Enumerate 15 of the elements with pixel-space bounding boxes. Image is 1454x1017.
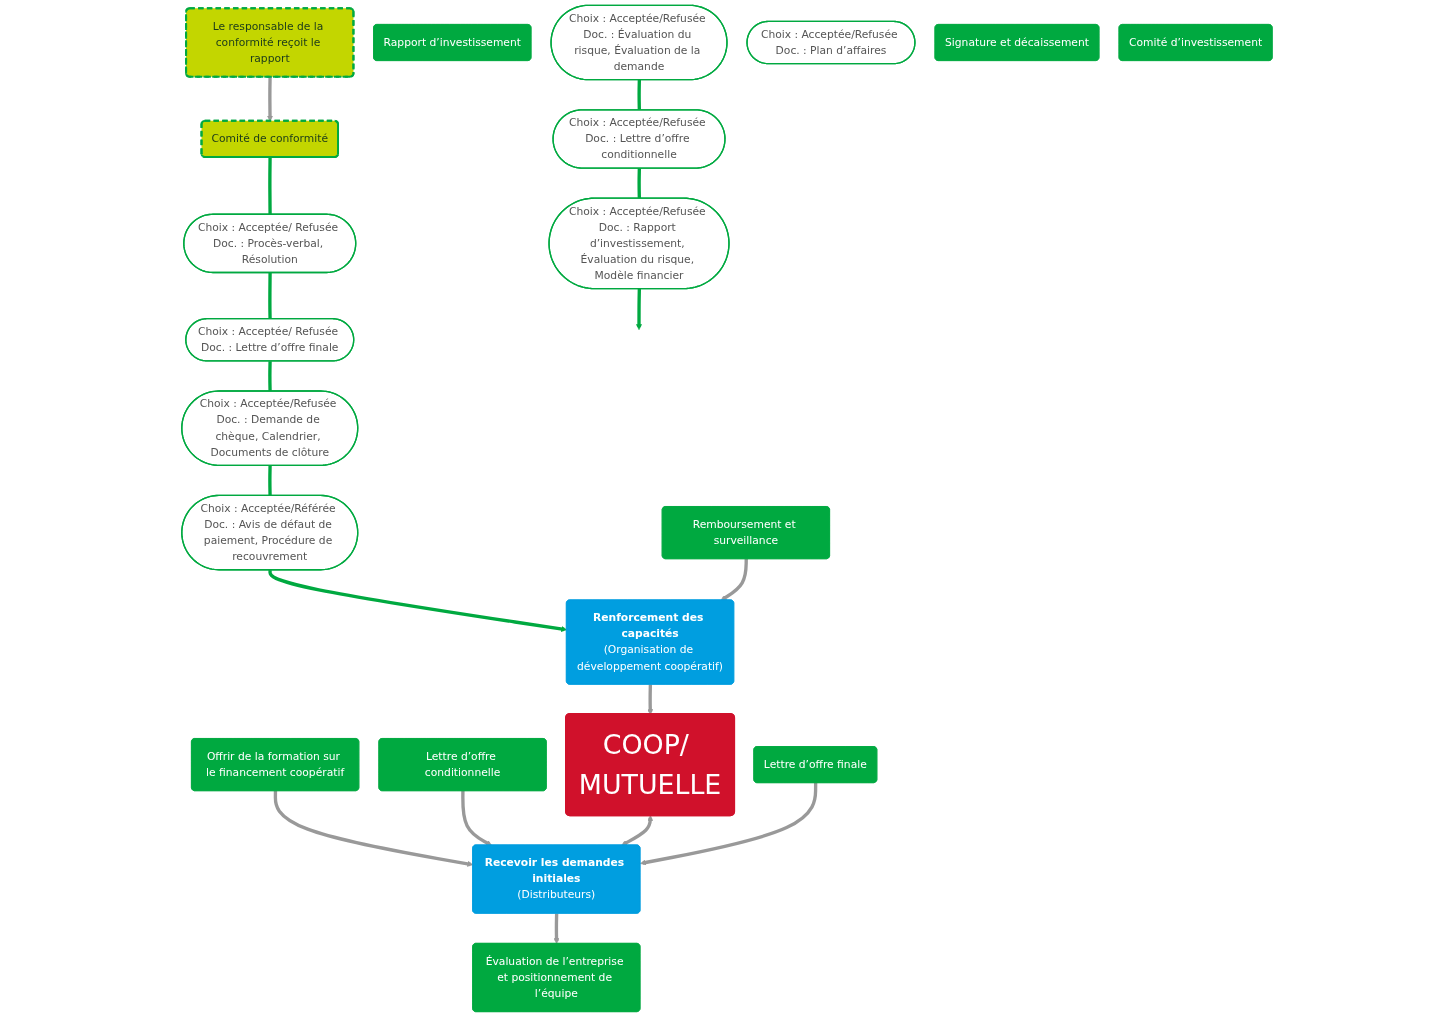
- connector: [268, 361, 272, 392]
- connector: [268, 157, 272, 215]
- connector: [268, 465, 272, 496]
- arrow: [553, 913, 560, 944]
- arrow: [461, 791, 492, 846]
- arrow: [720, 559, 748, 601]
- arrow: [268, 570, 567, 632]
- arrow: [621, 815, 654, 846]
- connector: [637, 168, 642, 199]
- connector: [268, 272, 272, 320]
- arrow: [273, 791, 474, 867]
- arrow: [647, 684, 654, 715]
- arrow: [636, 288, 642, 330]
- connector: [637, 79, 642, 111]
- arrow: [640, 783, 818, 866]
